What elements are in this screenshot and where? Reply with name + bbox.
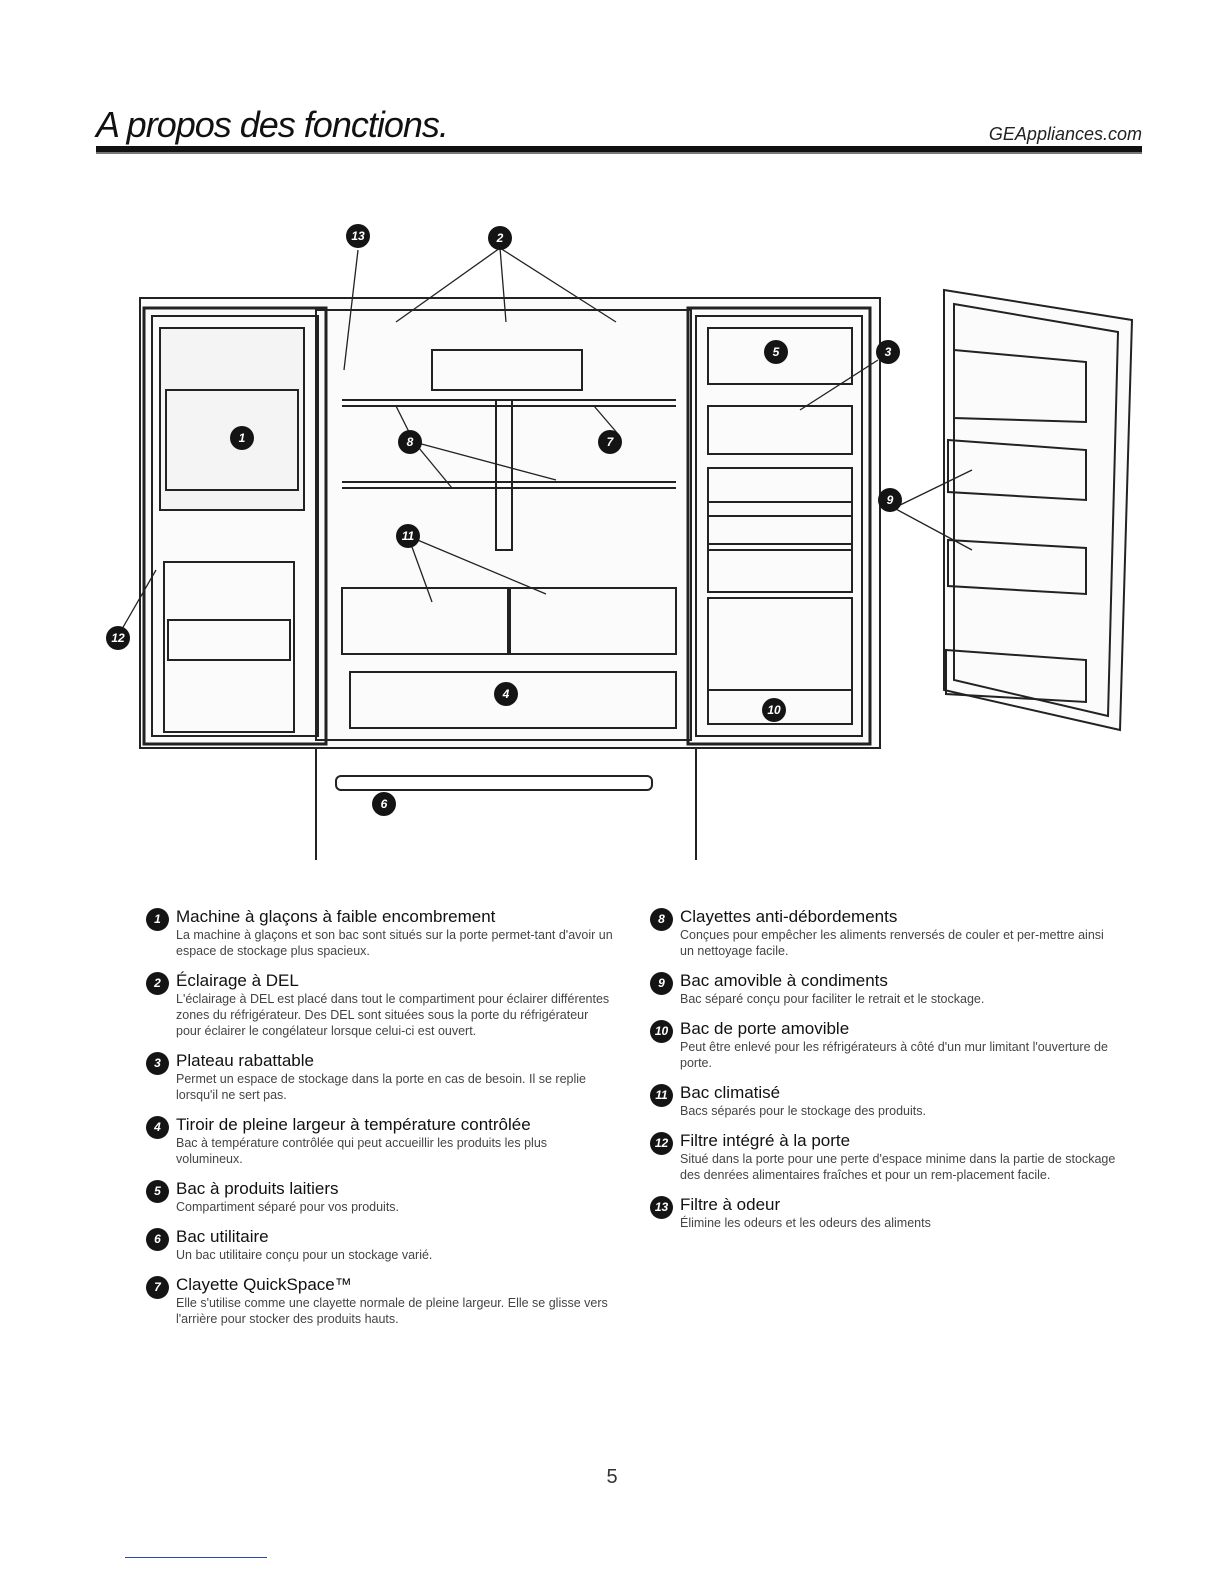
feature-list-right: 8 Clayettes anti-débordements Conçues po… — [650, 906, 1120, 1242]
feature-title: Bac climatisé — [680, 1083, 781, 1102]
callout-6: 6 — [372, 792, 396, 816]
feature-item: 9 Bac amovible à condiments Bac séparé c… — [650, 970, 1120, 1007]
feature-title: Bac amovible à condiments — [680, 971, 888, 990]
feature-number-badge: 7 — [146, 1276, 169, 1299]
feature-number-badge: 6 — [146, 1228, 169, 1251]
feature-description: Bac à température contrôlée qui peut acc… — [176, 1136, 548, 1166]
feature-item: 8 Clayettes anti-débordements Conçues po… — [650, 906, 1120, 959]
callout-2: 2 — [488, 226, 512, 250]
svg-text:1: 1 — [239, 431, 246, 445]
feature-description: Conçues pour empêcher les aliments renve… — [680, 928, 1104, 958]
feature-number-badge: 4 — [146, 1116, 169, 1139]
feature-description: L'éclairage à DEL est placé dans tout le… — [176, 992, 610, 1038]
feature-number-badge: 11 — [650, 1084, 673, 1107]
feature-title: Tiroir de pleine largeur à température c… — [176, 1115, 531, 1134]
feature-title: Bac utilitaire — [176, 1227, 269, 1246]
callout-11: 11 — [396, 524, 420, 548]
feature-description: Peut être enlevé pour les réfrigérateurs… — [680, 1040, 1108, 1070]
feature-number-badge: 2 — [146, 972, 169, 995]
feature-description: La machine à glaçons et son bac sont sit… — [176, 928, 613, 958]
callout-10: 10 — [762, 698, 786, 722]
svg-text:5: 5 — [773, 345, 780, 359]
feature-item: 6 Bac utilitaire Un bac utilitaire conçu… — [146, 1226, 616, 1263]
callout-1: 1 — [230, 426, 254, 450]
feature-description: Permet un espace de stockage dans la por… — [176, 1072, 586, 1102]
callout-8: 8 — [398, 430, 422, 454]
feature-item: 10 Bac de porte amovible Peut être enlev… — [650, 1018, 1120, 1071]
feature-title: Filtre à odeur — [680, 1195, 781, 1214]
feature-number-badge: 5 — [146, 1180, 169, 1203]
feature-item: 2 Éclairage à DEL L'éclairage à DEL est … — [146, 970, 616, 1039]
feature-number-badge: 3 — [146, 1052, 169, 1075]
callout-13: 13 — [346, 224, 370, 248]
feature-number-badge: 9 — [650, 972, 673, 995]
feature-title: Filtre intégré à la porte — [680, 1131, 851, 1150]
site-url[interactable]: GEAppliances.com — [988, 124, 1142, 144]
footer-rule — [125, 1557, 267, 1558]
feature-title: Clayettes anti-débordements — [680, 907, 898, 926]
callout-4: 4 — [494, 682, 518, 706]
feature-description: Compartiment séparé pour vos produits. — [176, 1200, 400, 1214]
svg-text:11: 11 — [402, 529, 415, 543]
title-rule — [96, 146, 1142, 154]
page-number: 5 — [606, 1466, 618, 1488]
feature-item: 5 Bac à produits laitiers Compartiment s… — [146, 1178, 616, 1215]
page-title: A propos des fonctions. — [96, 104, 449, 145]
feature-title: Éclairage à DEL — [176, 971, 299, 990]
feature-list-left: 1 Machine à glaçons à faible encombremen… — [146, 906, 616, 1338]
svg-text:6: 6 — [381, 797, 388, 811]
svg-text:8: 8 — [407, 435, 414, 449]
feature-item: 7 Clayette QuickSpace™ Elle s'utilise co… — [146, 1274, 616, 1327]
feature-number-badge: 12 — [650, 1132, 673, 1155]
feature-description: Un bac utilitaire conçu pour un stockage… — [176, 1248, 433, 1262]
feature-title: Bac de porte amovible — [680, 1019, 850, 1038]
callout-12: 12 — [106, 626, 130, 650]
feature-item: 13 Filtre à odeur Élimine les odeurs et … — [650, 1194, 1120, 1231]
feature-description: Élimine les odeurs et les odeurs des ali… — [680, 1216, 931, 1230]
feature-item: 4 Tiroir de pleine largeur à température… — [146, 1114, 616, 1167]
callout-9: 9 — [878, 488, 902, 512]
feature-description: Bac séparé conçu pour faciliter le retra… — [680, 992, 985, 1006]
feature-title: Clayette QuickSpace™ — [176, 1275, 352, 1294]
feature-item: 11 Bac climatisé Bacs séparés pour le st… — [650, 1082, 1120, 1119]
svg-text:7: 7 — [607, 435, 615, 449]
feature-description: Bacs séparés pour le stockage des produi… — [680, 1104, 926, 1118]
svg-text:12: 12 — [111, 631, 125, 645]
refrigerator-diagram: 1 2 3 4 5 6 7 8 9 10 11 12 13 — [106, 224, 1134, 860]
svg-text:4: 4 — [502, 687, 510, 701]
feature-description: Elle s'utilise comme une clayette normal… — [176, 1296, 608, 1326]
feature-item: 12 Filtre intégré à la porte Situé dans … — [650, 1130, 1120, 1183]
svg-text:9: 9 — [887, 493, 894, 507]
feature-item: 1 Machine à glaçons à faible encombremen… — [146, 906, 616, 959]
feature-number-badge: 10 — [650, 1020, 673, 1043]
feature-title: Bac à produits laitiers — [176, 1179, 339, 1198]
feature-number-badge: 8 — [650, 908, 673, 931]
callout-7: 7 — [598, 430, 622, 454]
callout-5: 5 — [764, 340, 788, 364]
svg-text:10: 10 — [767, 703, 781, 717]
feature-item: 3 Plateau rabattable Permet un espace de… — [146, 1050, 616, 1103]
callout-3: 3 — [876, 340, 900, 364]
feature-title: Machine à glaçons à faible encombrement — [176, 907, 496, 926]
svg-text:13: 13 — [351, 229, 365, 243]
feature-number-badge: 13 — [650, 1196, 673, 1219]
svg-text:2: 2 — [496, 231, 504, 245]
svg-text:3: 3 — [885, 345, 892, 359]
feature-description: Situé dans la porte pour une perte d'esp… — [680, 1152, 1116, 1182]
feature-number-badge: 1 — [146, 908, 169, 931]
feature-title: Plateau rabattable — [176, 1051, 314, 1070]
